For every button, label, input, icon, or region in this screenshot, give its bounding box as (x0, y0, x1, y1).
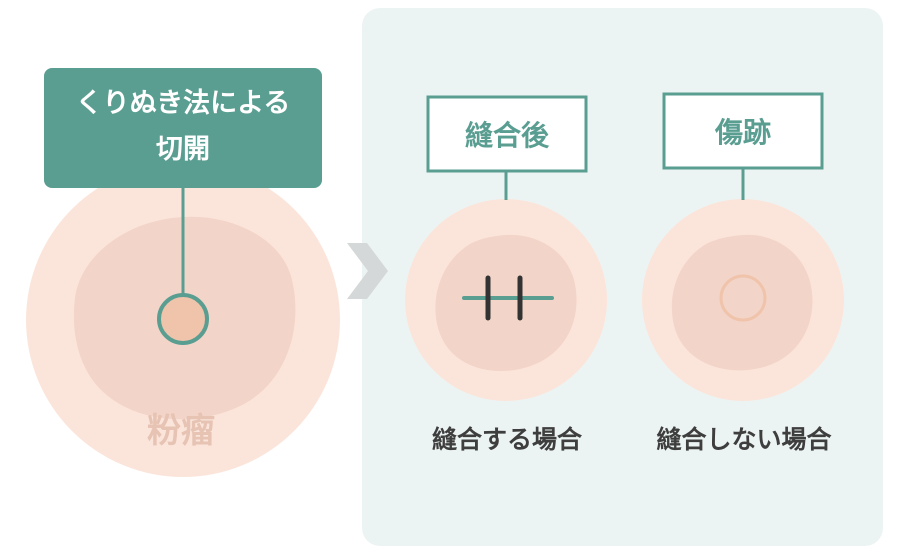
method-label-box: くりぬき法による 切開 (44, 68, 322, 188)
sutured-inner (435, 234, 577, 372)
incision-circle (157, 293, 209, 345)
cyst-label: 粉瘤 (147, 411, 215, 451)
sutured-case-label: 縫合する場合 (432, 425, 583, 454)
after-suture-tag-text: 縫合後 (465, 119, 550, 152)
scar-tag-text: 傷跡 (714, 116, 771, 149)
after-suture-tag-box (426, 95, 588, 173)
sutured-illustration (405, 199, 607, 401)
not-sutured-case-label: 縫合しない場合 (656, 425, 832, 454)
scar-mark (719, 274, 767, 322)
method-label-line2: 切開 (156, 134, 210, 165)
after-suture-tag: 縫合後 (426, 95, 588, 173)
method-label-line1: くりぬき法による (76, 88, 291, 119)
not-sutured-inner (671, 234, 813, 371)
scar-tag: 傷跡 (662, 92, 824, 170)
chevron-right-icon (347, 243, 388, 299)
scar-tag-box (662, 92, 824, 170)
method-label-background (44, 68, 322, 188)
not-sutured-illustration (642, 199, 844, 401)
